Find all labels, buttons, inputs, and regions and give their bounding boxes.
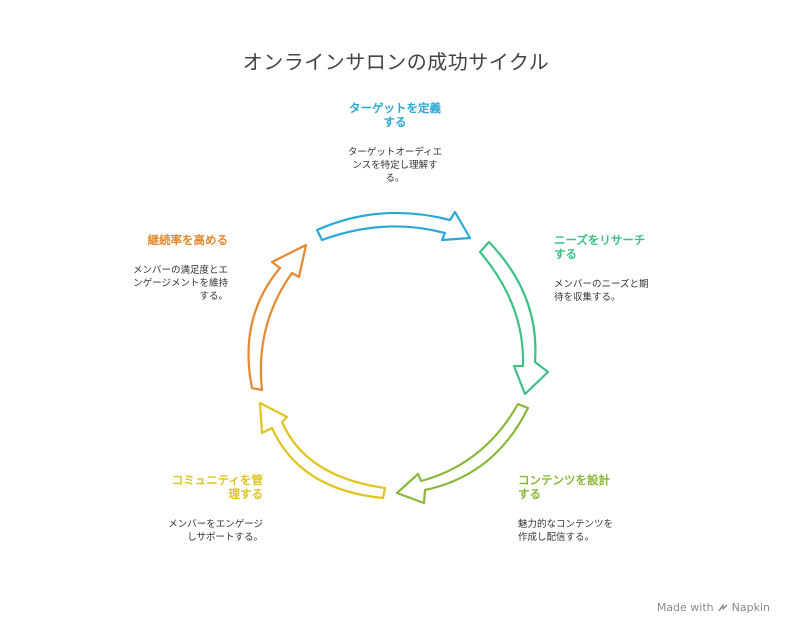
step-heading: ニーズをリサーチ する	[554, 233, 646, 261]
arrow-step-3	[395, 402, 530, 505]
step-improve-retention: 継続率を高める メンバーの満足度とエ ンゲージメントを維持 する。	[92, 233, 228, 303]
step-design-content: コンテンツを設計 する 魅力的なコンテンツを 作成し配信する。	[518, 473, 648, 544]
arrow-step-2	[478, 240, 550, 396]
step-description: メンバーをエンゲージ しサポートする。	[168, 519, 263, 543]
step-description: ターゲットオーディエ ンスを特定し理解す る。	[347, 147, 443, 184]
napkin-logo-icon	[718, 603, 728, 611]
step-heading: コンテンツを設計 する	[518, 473, 610, 501]
footer-text: Made with	[656, 601, 714, 614]
step-description: 魅力的なコンテンツを 作成し配信する。	[518, 519, 614, 543]
step-heading: コミュニティを管 理する	[171, 473, 263, 501]
step-description: メンバーのニーズと期 待を収集する。	[554, 279, 649, 303]
step-heading: ターゲットを定義 する	[349, 101, 441, 129]
arrow-step-4	[258, 401, 387, 500]
footer-credit: Made with Napkin	[657, 601, 770, 614]
step-description: メンバーの満足度とエ ンゲージメントを維持 する。	[132, 265, 228, 302]
step-define-target: ターゲットを定義 する ターゲットオーディエ ンスを特定し理解す る。	[330, 101, 460, 185]
step-heading: 継続率を高める	[147, 233, 229, 247]
footer-brand: Napkin	[731, 601, 770, 614]
arrow-step-1	[315, 210, 472, 242]
arrow-step-5	[247, 243, 308, 392]
step-research-needs: ニーズをリサーチ する メンバーのニーズと期 待を収集する。	[554, 233, 684, 304]
step-manage-community: コミュニティを管 理する メンバーをエンゲージ しサポートする。	[133, 473, 263, 544]
diagram-title: オンラインサロンの成功サイクル	[242, 50, 550, 74]
